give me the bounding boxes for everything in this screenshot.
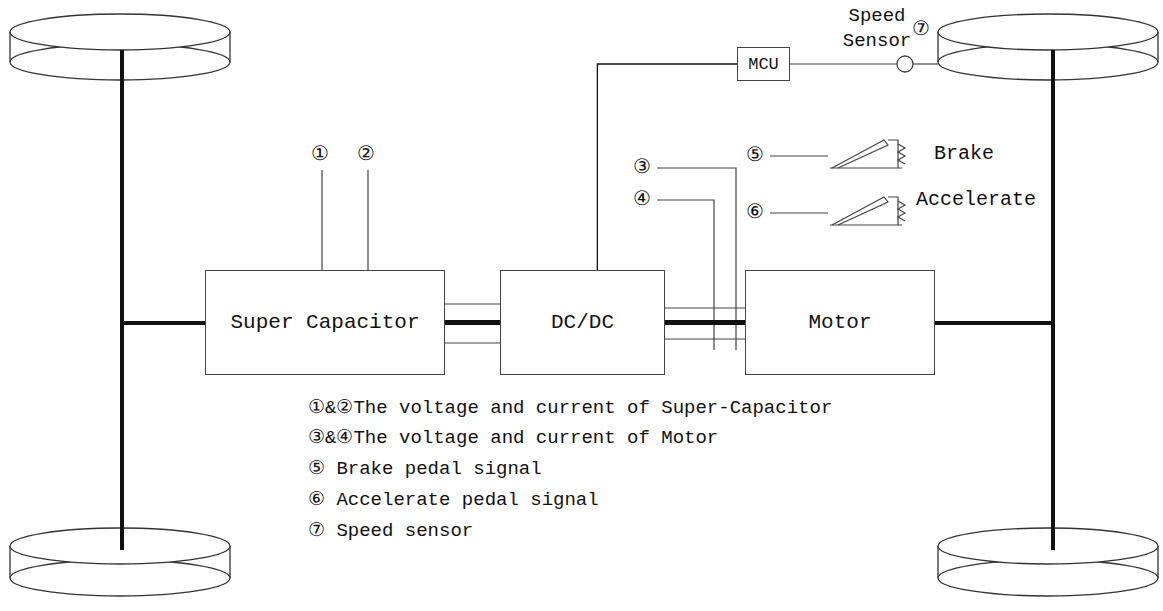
callout-number: ①: [311, 143, 329, 166]
legend-note: ①&②The voltage and current of Super-Capa…: [308, 398, 832, 420]
signal-wire: [367, 170, 368, 270]
box-label: DC/DC: [551, 311, 614, 334]
callout-number: ⑤: [746, 144, 764, 167]
signal-wire: [770, 155, 828, 156]
storage-box: Super Capacitor: [205, 270, 445, 375]
speed-sensor-symbol: [897, 56, 913, 72]
power-bus: [445, 320, 500, 325]
sensor-wire: [790, 63, 897, 64]
axle: [120, 50, 124, 550]
pedal-name: Brake: [934, 142, 994, 165]
axles: [122, 50, 1053, 550]
motor-box: Motor: [745, 270, 935, 375]
bus-wire: [445, 303, 500, 304]
wheels: [10, 14, 1158, 596]
bus-wire: [445, 342, 500, 343]
legend-note: ③&④The voltage and current of Motor: [308, 428, 718, 450]
sensor-name: Speed Sensor: [838, 4, 916, 53]
controller-box: MCU: [737, 47, 790, 81]
callout-number: ⑥: [746, 201, 764, 224]
box-label: MCU: [748, 55, 779, 74]
box-label: Motor: [808, 311, 871, 334]
axle: [1051, 50, 1055, 550]
shaft: [122, 321, 206, 325]
power-bus: [665, 320, 745, 325]
shaft: [934, 321, 1053, 325]
signal-wire: [321, 170, 322, 270]
bus-wire: [665, 338, 745, 339]
brake-pedal-symbol: [830, 140, 905, 168]
sensor-wire: [913, 63, 938, 64]
signal-wire: [657, 200, 714, 350]
legend-note: ⑤ Brake pedal signal: [308, 459, 542, 481]
signal-wire: [770, 212, 828, 213]
accelerate-pedal-symbol: [830, 197, 905, 225]
pedal-name: Accelerate: [916, 188, 1036, 211]
callout-number: ②: [357, 143, 375, 166]
callout-number: ③: [633, 156, 651, 179]
converter-box: DC/DC: [500, 270, 665, 375]
control-wire: [597, 64, 737, 270]
callout-number: ④: [633, 188, 651, 211]
bus-wire: [665, 307, 745, 308]
wheel: [938, 528, 1158, 596]
legend-note: ⑦ Speed sensor: [308, 521, 473, 543]
callout-number: ⑦: [912, 18, 930, 41]
legend-note: ⑥ Accelerate pedal signal: [308, 490, 599, 512]
box-label: Super Capacitor: [230, 311, 419, 334]
wheel: [938, 14, 1158, 80]
